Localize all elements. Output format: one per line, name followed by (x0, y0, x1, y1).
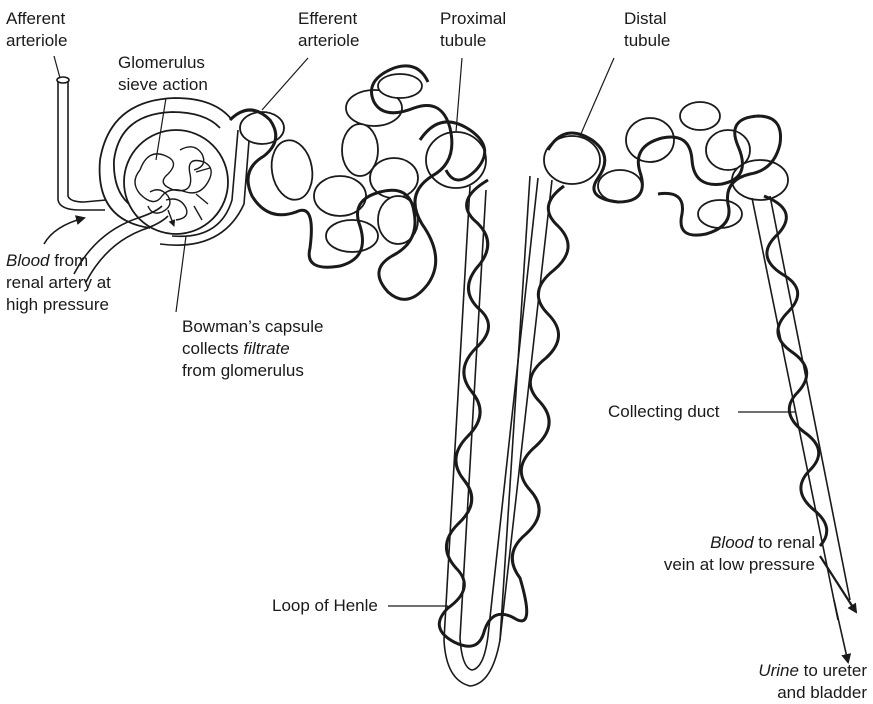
urine-label: Urine to ureter and bladder (758, 660, 867, 704)
glomerulus-label: Glomerulus sieve action (118, 52, 208, 96)
loop-of-henle-label: Loop of Henle (272, 595, 378, 617)
blood-outflow-label: Blood to renal vein at low pressure (664, 532, 815, 576)
collecting-duct-capillary (764, 196, 827, 546)
proximal-convoluted-tubule (240, 74, 486, 252)
proximal-tubule-label: Proximal tubule (440, 8, 506, 52)
distal-tubule-label: Distal tubule (624, 8, 670, 52)
collecting-duct-label: Collecting duct (608, 401, 720, 423)
afferent-arteriole-label: Afferent arteriole (6, 8, 67, 52)
afferent-arteriole-tube (57, 77, 106, 210)
bowmans-capsule-label: Bowman’s capsule collects filtrate from … (182, 316, 323, 382)
efferent-arteriole-label: Efferent arteriole (298, 8, 359, 52)
distal-convoluted-tubule (544, 102, 788, 228)
bowmans-capsule (100, 98, 232, 234)
collecting-duct-tube (752, 196, 856, 662)
loop-of-henle (444, 176, 552, 686)
blood-inflow-label: Blood from renal artery at high pressure (6, 250, 111, 316)
